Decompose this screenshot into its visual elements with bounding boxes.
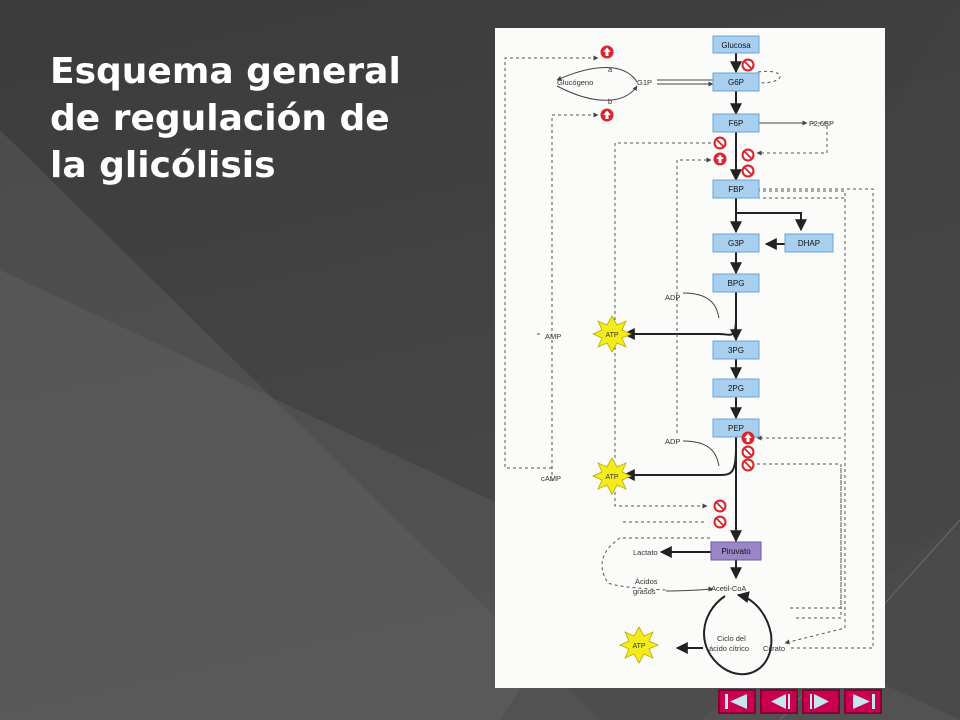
svg-text:PEP: PEP <box>728 424 744 433</box>
activator-icon <box>741 431 755 445</box>
next-slide-button[interactable] <box>802 689 840 714</box>
label-f26bp: F2,6BP <box>809 119 834 128</box>
activator-icon <box>600 108 614 122</box>
svg-text:G3P: G3P <box>728 239 744 248</box>
diagram-labels: Glucógeno G1P a b F2,6BP ADP AMP ADP cAM… <box>541 65 834 653</box>
node-fbp: FBP <box>712 179 760 199</box>
previous-slide-icon <box>771 694 790 709</box>
label-grasos: grasos <box>633 587 656 596</box>
label-citrato: Citrato <box>763 644 785 653</box>
inhibitor-icon <box>740 163 756 179</box>
atp-star-1: ATP <box>592 315 632 353</box>
inhibitor-icon <box>712 498 728 514</box>
inhibitor-icon <box>740 57 756 73</box>
activator-icon <box>713 152 727 166</box>
title-line-3: la glicólisis <box>50 145 276 186</box>
svg-text:FBP: FBP <box>728 185 744 194</box>
inhibitor-icon <box>712 135 728 151</box>
svg-text:F6P: F6P <box>729 119 744 128</box>
label-glucogeno: Glucógeno <box>557 78 593 87</box>
inhibitor-icon <box>740 147 756 163</box>
inhibitor-icon <box>712 514 728 530</box>
glycolysis-regulation-diagram: Glucosa G6P F6P FBP G3P DHAP BPG 3PG 2PG… <box>495 28 885 688</box>
last-slide-button[interactable] <box>844 689 882 714</box>
svg-text:BPG: BPG <box>728 279 745 288</box>
label-adp-1: ADP <box>665 293 680 302</box>
svg-text:ATP: ATP <box>605 474 618 481</box>
label-adp-2: ADP <box>665 437 680 446</box>
node-3pg: 3PG <box>712 340 760 360</box>
label-camp: cAMP <box>541 474 561 483</box>
node-f6p: F6P <box>712 113 760 133</box>
label-g1p: G1P <box>637 78 652 87</box>
label-a: a <box>608 65 613 74</box>
svg-text:Piruvato: Piruvato <box>721 547 751 556</box>
label-acetil-coa: Acetil-CoA <box>711 584 746 593</box>
node-bpg: BPG <box>712 273 760 293</box>
label-acidos: Ácidos <box>635 577 658 586</box>
svg-text:ATP: ATP <box>632 643 645 650</box>
node-glucosa: Glucosa <box>712 35 760 54</box>
node-2pg: 2PG <box>712 378 760 398</box>
svg-text:ATP: ATP <box>605 332 618 339</box>
slide-title: Esquema general de regulación de la glic… <box>50 48 450 189</box>
atp-star-3: ATP <box>619 626 659 664</box>
node-dhap: DHAP <box>784 233 834 253</box>
previous-slide-button[interactable] <box>760 689 798 714</box>
svg-text:3PG: 3PG <box>728 346 744 355</box>
inhibitor-icon <box>740 457 756 473</box>
node-piruvato: Piruvato <box>710 541 762 561</box>
svg-text:Glucosa: Glucosa <box>721 41 751 50</box>
svg-text:2PG: 2PG <box>728 384 744 393</box>
last-slide-icon <box>853 694 875 709</box>
node-g3p: G3P <box>712 233 760 253</box>
next-slide-icon <box>810 694 829 709</box>
minor-arrows <box>556 67 808 592</box>
pathway-arrows <box>622 53 807 676</box>
svg-text:DHAP: DHAP <box>798 239 820 248</box>
label-amp: AMP <box>545 332 561 341</box>
first-slide-button[interactable] <box>718 689 756 714</box>
slide-navigation <box>718 689 886 714</box>
activator-icon <box>600 45 614 59</box>
label-lactato: Lactato <box>633 548 658 557</box>
label-b: b <box>608 97 612 106</box>
regulatory-dashed-lines <box>504 55 874 649</box>
svg-text:G6P: G6P <box>728 78 744 87</box>
label-ciclo-1: Ciclo del <box>717 634 746 643</box>
node-g6p: G6P <box>712 72 760 92</box>
title-line-2: de regulación de <box>50 98 390 139</box>
atp-star-2: ATP <box>592 457 632 495</box>
label-ciclo-2: ácido cítrico <box>709 644 749 653</box>
first-slide-icon <box>725 694 747 709</box>
title-line-1: Esquema general <box>50 51 401 92</box>
inhibitor-icon <box>740 444 756 460</box>
